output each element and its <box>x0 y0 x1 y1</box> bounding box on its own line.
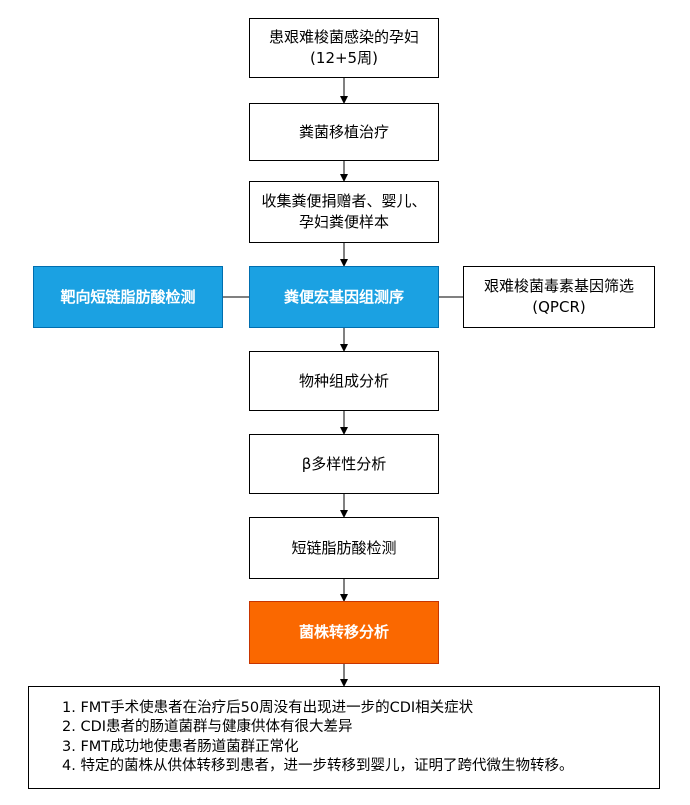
step-scfa-box: 短链脂肪酸检测 <box>249 517 439 579</box>
step-toxin-screen-line1: 艰难梭菌毒素基因筛选 <box>483 277 634 295</box>
step-fmt-label: 粪菌移植治疗 <box>298 122 389 141</box>
step-beta-box: β多样性分析 <box>249 434 439 494</box>
step-toxin-screen-line2: (QPCR) <box>532 298 586 316</box>
step-patient-line1: 患艰难梭菌感染的孕妇 <box>268 28 419 46</box>
step-beta-label: β多样性分析 <box>301 454 387 473</box>
step-collect-line1: 收集粪便捐赠者、婴儿、 <box>261 192 427 210</box>
conclusion-item: 4. 特定的菌株从供体转移到患者，进一步转移到婴儿，证明了跨代微生物转移。 <box>62 758 574 774</box>
step-scfa-label: 短链脂肪酸检测 <box>291 538 397 557</box>
step-patient-box: 患艰难梭菌感染的孕妇 (12+5周) <box>249 18 439 78</box>
conclusions-box: 1. FMT手术使患者在治疗后50周没有出现进一步的CDI相关症状 2. CDI… <box>28 686 660 789</box>
step-composition-label: 物种组成分析 <box>298 371 389 390</box>
step-transfer-box: 菌株转移分析 <box>249 601 439 664</box>
step-sequencing-label: 粪便宏基因组测序 <box>283 287 404 306</box>
step-scfa-targeted-box: 靶向短链脂肪酸检测 <box>33 266 223 328</box>
step-transfer-label: 菌株转移分析 <box>298 623 389 641</box>
step-patient-line2: (12+5周) <box>310 49 378 67</box>
step-fmt-box: 粪菌移植治疗 <box>249 103 439 161</box>
step-collect-box: 收集粪便捐赠者、婴儿、 孕妇粪便样本 <box>249 181 439 243</box>
conclusion-item: 3. FMT成功地使患者肠道菌群正常化 <box>62 738 299 755</box>
step-composition-box: 物种组成分析 <box>249 351 439 411</box>
conclusion-item: 1. FMT手术使患者在治疗后50周没有出现进一步的CDI相关症状 <box>62 699 474 716</box>
step-sequencing-box: 粪便宏基因组测序 <box>249 266 439 328</box>
step-collect-line2: 孕妇粪便样本 <box>298 213 389 231</box>
step-toxin-screen-box: 艰难梭菌毒素基因筛选 (QPCR) <box>463 266 655 328</box>
step-scfa-targeted-label: 靶向短链脂肪酸检测 <box>60 287 196 306</box>
conclusion-item: 2. CDI患者的肠道菌群与健康供体有很大差异 <box>62 719 353 735</box>
